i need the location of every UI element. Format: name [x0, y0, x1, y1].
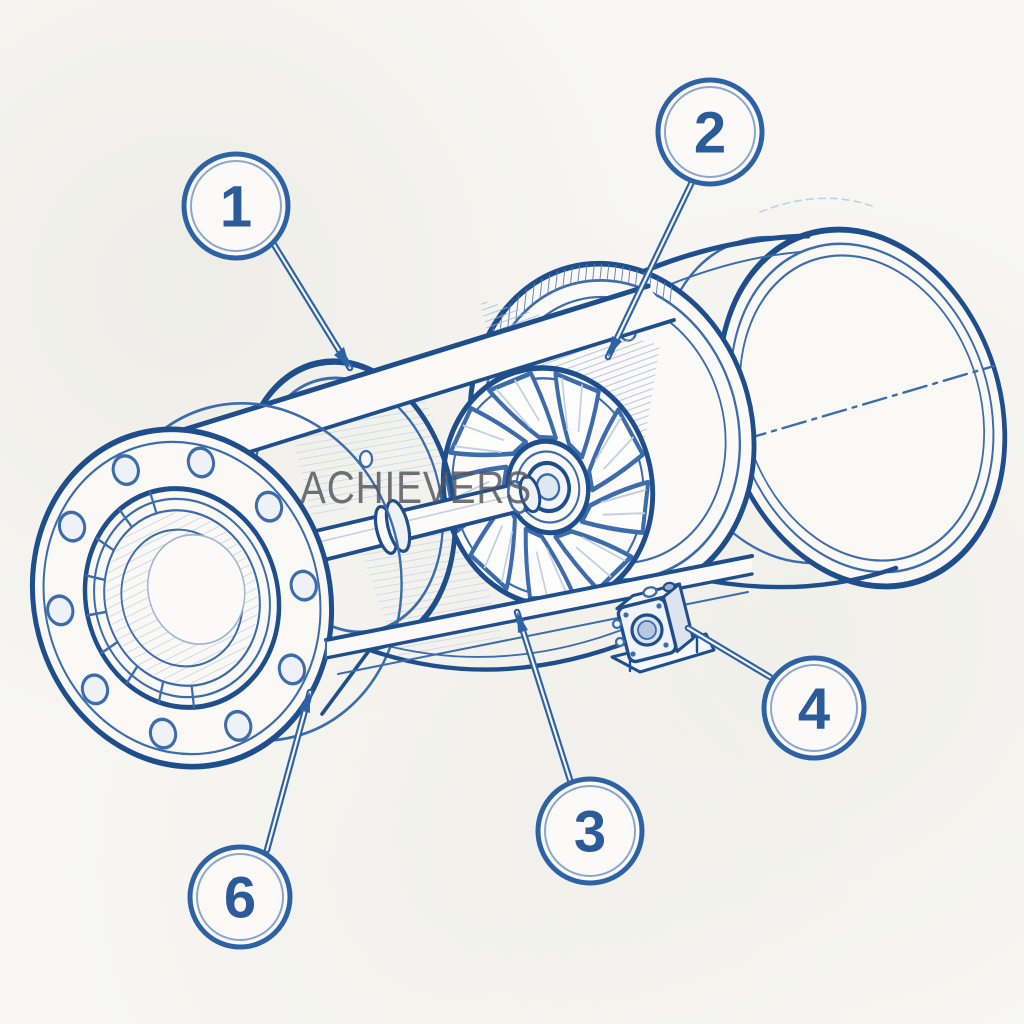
- bell-top-edge: [639, 233, 811, 275]
- callout-circle-2: [655, 77, 765, 187]
- frame-rail-top: [324, 554, 754, 642]
- callout-circle-6: [187, 844, 293, 950]
- sensor-side-port-2: [614, 636, 626, 648]
- callout-1: 1: [181, 151, 354, 372]
- leader-arrow-2: [608, 336, 622, 357]
- callout-inner-ring-4: [770, 664, 858, 752]
- sensor-side-port: [611, 618, 623, 630]
- sensor-knob: [642, 586, 658, 598]
- leader-arrow-3: [517, 612, 528, 633]
- sensor-knob-2: [662, 581, 676, 593]
- callout-inner-ring-6: [196, 853, 284, 941]
- leader-arrow-1: [334, 347, 350, 368]
- callout-inner-ring-1: [190, 160, 282, 252]
- callout-inner-ring-3: [544, 785, 636, 877]
- ring-hole: [358, 449, 374, 469]
- sensor-lens-inner: [637, 620, 657, 640]
- callout-label-1: 1: [220, 175, 252, 240]
- flange-to-ring-bottom-edge: [320, 650, 370, 716]
- leader-arrow-6: [299, 692, 310, 713]
- bore-spline-segments: [84, 491, 196, 709]
- callout-circle-3: [535, 776, 645, 886]
- callout-2: 2: [604, 77, 765, 361]
- callout-circle-1: [181, 151, 291, 261]
- sketch-guide-dash: [759, 197, 873, 213]
- sensor-screws: [623, 603, 669, 657]
- ring-hatched-band: [473, 263, 677, 386]
- callout-label-6: 6: [224, 866, 256, 931]
- callout-label-4: 4: [798, 677, 830, 742]
- bore-opening: [146, 533, 246, 645]
- watermark-text: ACHIEVERS: [300, 462, 532, 513]
- callout-inner-ring-2: [664, 86, 756, 178]
- flange-bolt-holes: [46, 446, 318, 750]
- callout-4: 4: [684, 624, 867, 761]
- sensor-box: [610, 581, 716, 674]
- callout-label-3: 3: [574, 800, 606, 865]
- flange-bore-outer: [82, 486, 282, 710]
- callout-label-2: 2: [694, 101, 726, 166]
- callout-3: 3: [513, 608, 645, 886]
- hub-front-collar: [507, 474, 542, 514]
- shaft-collar: [373, 499, 412, 555]
- callout-6: 6: [187, 688, 314, 950]
- housing-top-band: [167, 283, 676, 470]
- front-flange: [29, 401, 403, 770]
- callout-circle-4: [761, 655, 867, 761]
